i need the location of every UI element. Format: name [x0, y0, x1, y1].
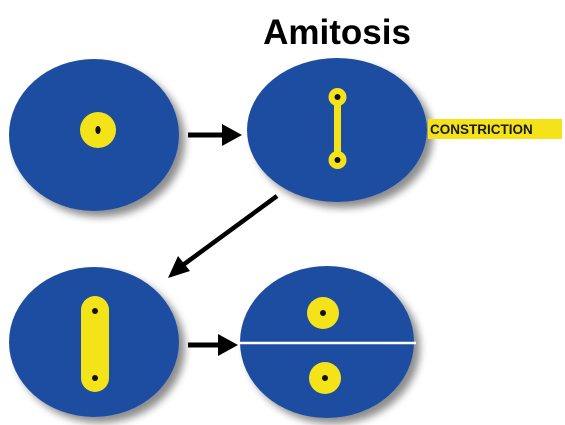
cell-stage-1	[9, 59, 179, 211]
nucleus-bottom-dot	[335, 157, 341, 163]
diagram-title: Amitosis	[263, 13, 411, 52]
nucleus-top-dot	[92, 308, 98, 314]
cell-stage-2	[247, 58, 427, 202]
arrow-stage1-to-2	[188, 124, 242, 146]
daughter-nucleus-top-dot	[320, 310, 326, 316]
constriction-bridge	[334, 100, 341, 158]
nucleus-top-dot	[335, 94, 341, 100]
arrow-stage3-to-4	[188, 334, 238, 356]
nucleolus-dot	[95, 126, 100, 134]
constriction-label-text: CONSTRICTION	[430, 122, 533, 137]
cell-stage-3	[9, 267, 179, 417]
cell-stage-4	[238, 266, 416, 418]
constriction-label: CONSTRICTION	[428, 119, 562, 139]
arrow-stage2-to-3	[168, 196, 277, 278]
nucleus-bottom-dot	[92, 375, 98, 381]
daughter-nucleus-bottom-dot	[322, 375, 328, 381]
